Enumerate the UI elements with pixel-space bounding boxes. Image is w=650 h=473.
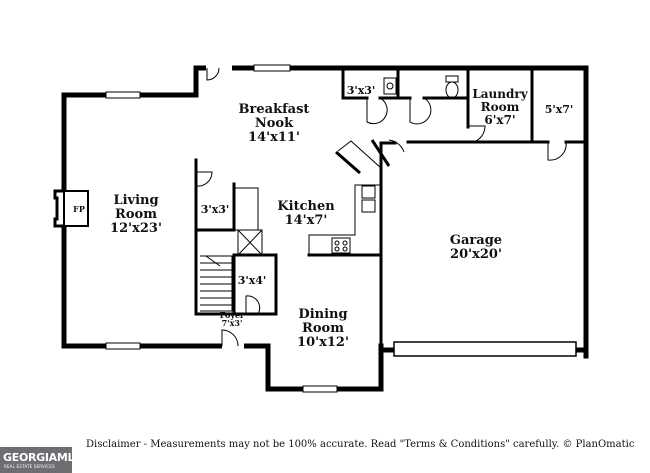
bath-fixtures <box>383 75 483 131</box>
fireplace-label: FP <box>73 204 85 214</box>
closet-top-dims: 3'x3' <box>347 84 376 97</box>
staircase <box>200 187 263 312</box>
garage-door <box>381 341 586 357</box>
breakfast-nook-name-2: Nook <box>255 116 294 131</box>
interior-walls <box>194 66 588 352</box>
window-dining-bottom <box>302 385 338 393</box>
window-living-top <box>105 91 141 99</box>
living-room-name-1: Living <box>113 193 158 208</box>
laundry-room-name-1: Laundry <box>472 87 528 101</box>
kitchen-name: Kitchen <box>277 199 335 214</box>
front-door-gap <box>222 343 244 349</box>
garage-name: Garage <box>450 233 502 248</box>
pantry <box>335 139 405 175</box>
foyer-name: Foyer <box>220 310 245 320</box>
closet-mid-dims: 3'x3' <box>201 203 230 216</box>
vanity-icon <box>383 77 397 95</box>
window-living-bottom <box>105 342 141 350</box>
kitchen-counters <box>308 140 382 255</box>
dining-room-name-2: Room <box>302 321 344 336</box>
garage-dims: 20'x20' <box>450 247 502 262</box>
toilet-tank-icon <box>445 75 459 83</box>
closet-stair-dims: 3'x4' <box>238 274 267 287</box>
kitchen-dims: 14'x7' <box>285 213 328 228</box>
door-swings <box>195 97 567 315</box>
front-door-icon <box>221 329 239 347</box>
georgia-mls-logo: GEORGIAMLS REAL ESTATE SERVICES <box>0 447 82 473</box>
dining-room-dims: 10'x12' <box>297 335 349 350</box>
disclaimer: Disclaimer - Measurements may not be 100… <box>86 439 635 450</box>
dining-room-name-1: Dining <box>298 307 347 322</box>
window-nook-top <box>253 64 291 72</box>
logo-main-text: GEORGIAMLS <box>3 451 82 464</box>
windows <box>105 64 338 393</box>
sink-left-icon <box>361 185 376 199</box>
breakfast-nook-name-1: Breakfast <box>239 102 310 117</box>
toilet-icon <box>445 81 459 99</box>
living-room-name-2: Room <box>115 207 157 222</box>
foyer-dims: 7'x3' <box>222 318 243 328</box>
sink-right-icon <box>361 199 376 213</box>
breakfast-nook-dims: 14'x11' <box>248 130 300 145</box>
laundry-room-dims: 6'x7' <box>484 113 515 127</box>
range-icon <box>331 237 351 254</box>
storage-dims: 5'x7' <box>545 103 574 116</box>
laundry-room-name-2: Room <box>481 100 520 114</box>
back-door-icon <box>206 67 220 81</box>
living-room-dims: 12'x23' <box>110 221 162 236</box>
logo-sub-text: REAL ESTATE SERVICES <box>4 464 55 469</box>
fireplace <box>53 189 89 228</box>
room-labels: Breakfast Nook 14'x11' Living Room 12'x2… <box>73 84 573 350</box>
